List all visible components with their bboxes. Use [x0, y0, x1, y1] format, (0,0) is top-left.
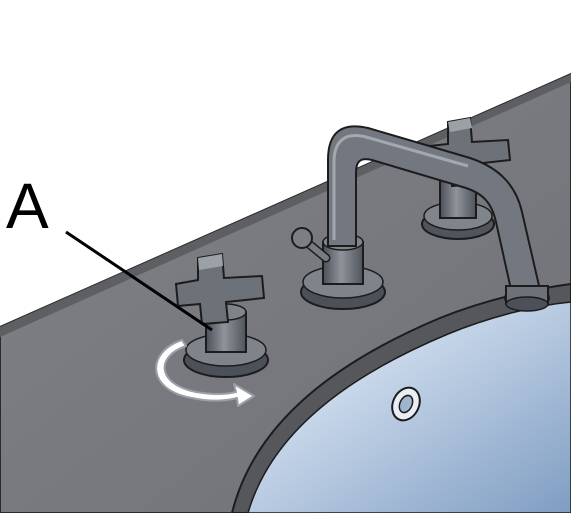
- callout-label: A: [6, 170, 49, 242]
